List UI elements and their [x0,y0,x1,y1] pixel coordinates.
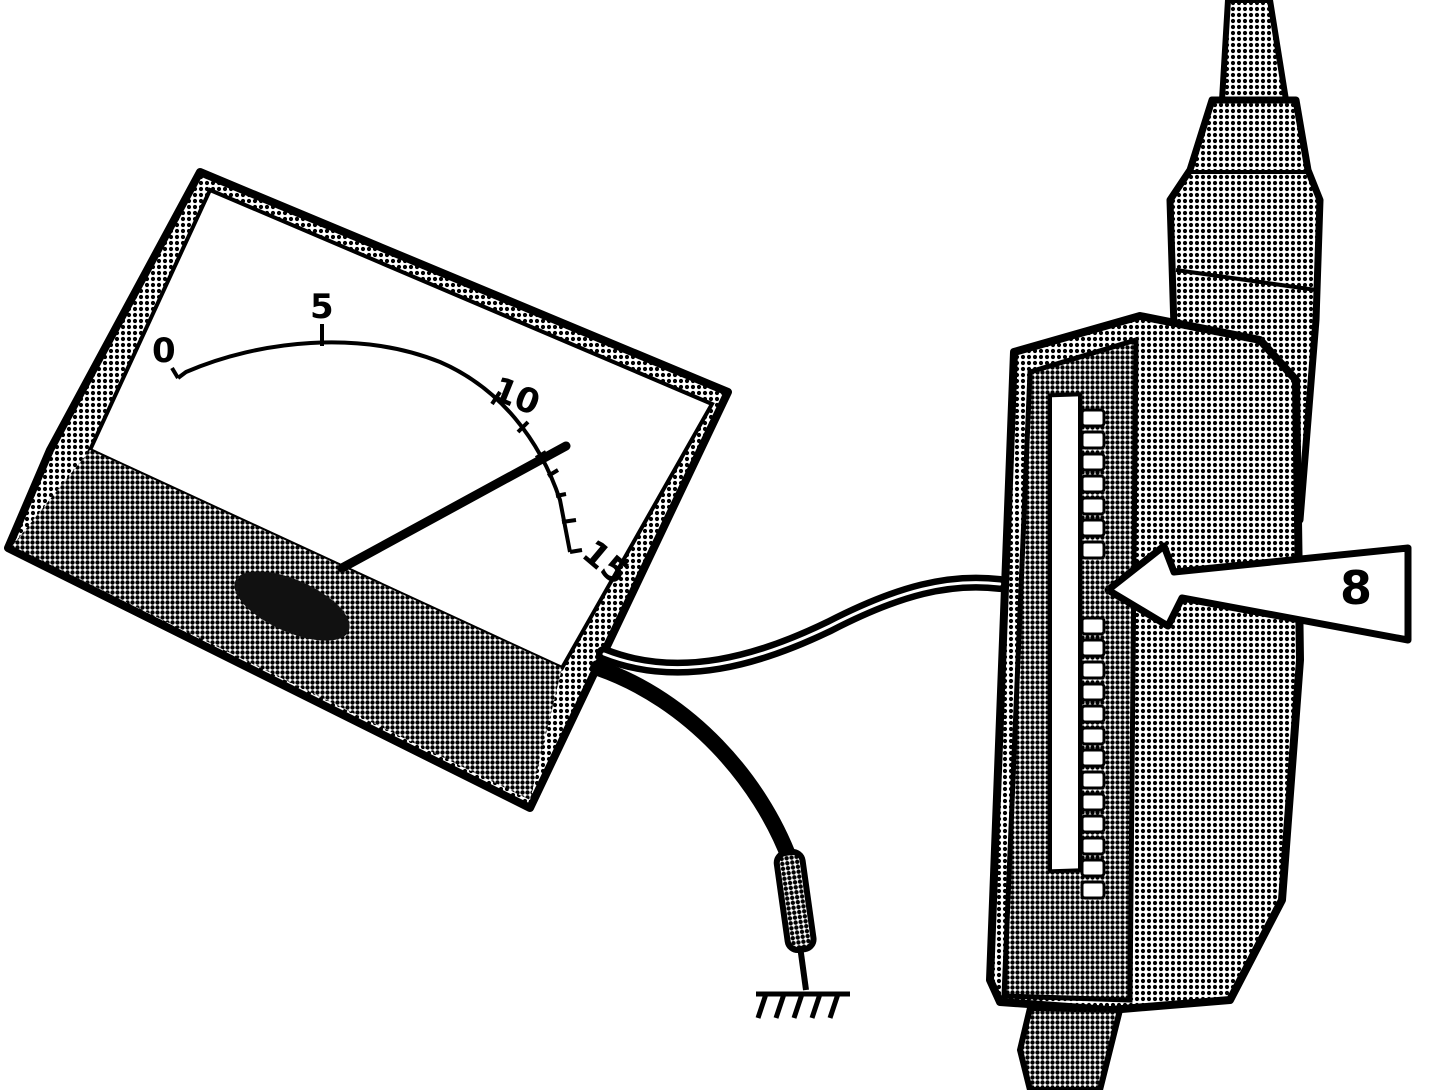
scale-label-5: 5 [310,287,334,327]
probe-foot [1016,1004,1124,1090]
meter-adjust-knob [234,571,350,641]
probe-segments [1080,408,1106,900]
meter: 0 5 10 15 [4,168,732,812]
callout-arrow-shape [1104,542,1412,644]
ground-cable [590,660,798,868]
callout-label: 8 [1340,561,1372,615]
probe-scale-strip [1048,392,1082,874]
meter-scale-arc [176,340,572,553]
callout-arrow: 8 [1104,542,1412,644]
ground-symbol [755,991,850,1019]
meter-scale-ticks [170,324,583,554]
probe-device [986,0,1324,1090]
probe-top-cable [1218,0,1290,103]
ground-connection [755,848,850,1019]
ground-clip [773,848,817,954]
cables [590,574,1108,868]
meter-needle [337,441,571,573]
scale-label-0: 0 [152,331,176,371]
